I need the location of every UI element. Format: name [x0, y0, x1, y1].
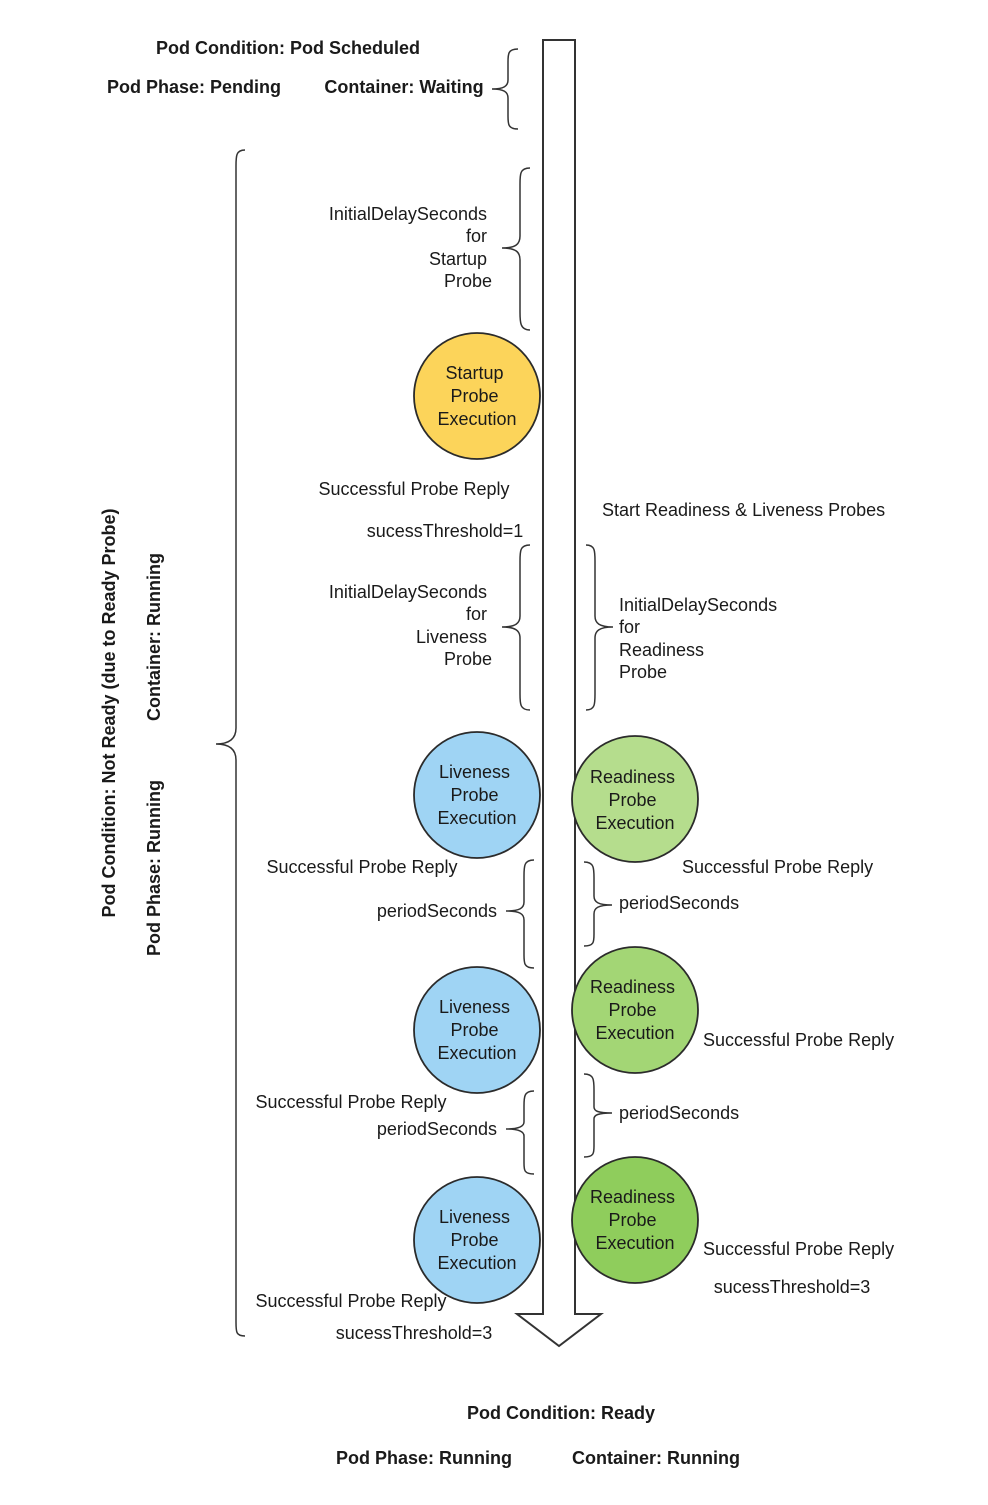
readiness-probe-circle-1: Readiness Probe Execution	[571, 735, 699, 863]
startup-probe-label: Startup Probe Execution	[437, 363, 516, 429]
readiness-delay-line-3: Readiness	[619, 640, 704, 660]
top-phase-label: Pod Phase: Pending	[107, 77, 281, 97]
readiness-delay-brace	[585, 544, 614, 711]
readiness-probe-label-3: Readiness Probe Execution	[590, 1187, 680, 1253]
readiness-threshold-3: sucessThreshold=3	[714, 1277, 871, 1297]
startup-probe-line-1: Startup	[445, 363, 503, 383]
readiness-period-brace-2	[583, 1073, 613, 1158]
readiness-3-line-1: Readiness	[590, 1187, 675, 1207]
readiness-probe-disc-1	[571, 735, 699, 863]
liveness-delay-line-3: Liveness	[416, 627, 487, 647]
side-condition-label: Pod Condition: Not Ready (due to Ready P…	[99, 508, 119, 917]
liveness-2-line-2: Probe	[450, 1020, 498, 1040]
liveness-2-line-3: Execution	[437, 1043, 516, 1063]
startup-delay-line-4: Probe	[444, 271, 492, 291]
readiness-reply-2: Successful Probe Reply	[703, 1030, 894, 1050]
startup-probe-circle: Startup Probe Execution	[413, 332, 541, 460]
startup-success-label: Successful Probe Reply	[318, 479, 509, 499]
top-container-label: Container: Waiting	[324, 77, 483, 97]
readiness-probe-label-1: Readiness Probe Execution	[590, 767, 680, 833]
startup-probe-line-3: Execution	[437, 409, 516, 429]
readiness-period-brace-1	[583, 861, 613, 947]
readiness-probe-circle-2: Readiness Probe Execution	[571, 946, 699, 1074]
liveness-period-label-1: periodSeconds	[377, 901, 497, 921]
liveness-delay-line-2: for	[466, 604, 487, 624]
readiness-1-line-3: Execution	[595, 813, 674, 833]
timeline-arrow	[514, 39, 604, 1348]
liveness-probe-circle-1: Liveness Probe Execution	[413, 731, 541, 859]
readiness-1-line-2: Probe	[608, 790, 656, 810]
liveness-1-line-1: Liveness	[439, 762, 510, 782]
side-phase-label: Pod Phase: Running	[144, 780, 164, 956]
readiness-delay-line-2: for	[619, 617, 640, 637]
startup-probe-disc	[413, 332, 541, 460]
liveness-delay-line-4: Probe	[444, 649, 492, 669]
bottom-phase-label: Pod Phase: Running	[336, 1448, 512, 1468]
liveness-3-line-3: Execution	[437, 1253, 516, 1273]
liveness-probe-label-2: Liveness Probe Execution	[437, 997, 516, 1063]
liveness-reply-1: Successful Probe Reply	[266, 857, 457, 877]
start-probes-label: Start Readiness & Liveness Probes	[602, 500, 885, 520]
liveness-1-line-3: Execution	[437, 808, 516, 828]
liveness-2-line-1: Liveness	[439, 997, 510, 1017]
liveness-probe-disc-3	[413, 1176, 541, 1304]
running-phase-brace	[215, 149, 246, 1337]
startup-delay-label: InitialDelaySeconds for Startup Probe	[329, 204, 492, 291]
startup-probe-line-2: Probe	[450, 386, 498, 406]
pending-brace	[491, 48, 519, 130]
readiness-period-label-1: periodSeconds	[619, 893, 739, 913]
liveness-probe-circle-3: Liveness Probe Execution	[413, 1176, 541, 1304]
liveness-3-line-2: Probe	[450, 1230, 498, 1250]
liveness-delay-brace	[501, 544, 531, 711]
bottom-container-label: Container: Running	[572, 1448, 740, 1468]
startup-delay-line-3: Startup	[429, 249, 487, 269]
liveness-probe-disc-1	[413, 731, 541, 859]
liveness-probe-circle-2: Liveness Probe Execution	[413, 966, 541, 1094]
startup-threshold-label: sucessThreshold=1	[367, 521, 524, 541]
liveness-period-brace-2	[505, 1090, 535, 1175]
startup-delay-line-1: InitialDelaySeconds	[329, 204, 487, 224]
liveness-1-line-2: Probe	[450, 785, 498, 805]
readiness-2-line-2: Probe	[608, 1000, 656, 1020]
readiness-3-line-2: Probe	[608, 1210, 656, 1230]
readiness-reply-3: Successful Probe Reply	[703, 1239, 894, 1259]
side-container-label: Container: Running	[144, 553, 164, 721]
readiness-2-line-1: Readiness	[590, 977, 675, 997]
startup-delay-line-2: for	[466, 226, 487, 246]
top-condition-label: Pod Condition: Pod Scheduled	[156, 38, 420, 58]
readiness-probe-disc-3	[571, 1156, 699, 1284]
readiness-reply-1: Successful Probe Reply	[682, 857, 873, 877]
readiness-delay-line-4: Probe	[619, 662, 667, 682]
readiness-probe-circle-3: Readiness Probe Execution	[571, 1156, 699, 1284]
readiness-delay-line-1: InitialDelaySeconds	[619, 595, 777, 615]
liveness-period-brace-1	[505, 859, 535, 969]
readiness-probe-disc-2	[571, 946, 699, 1074]
readiness-delay-label: InitialDelaySeconds for Readiness Probe	[619, 595, 782, 682]
liveness-reply-3: Successful Probe Reply	[255, 1291, 446, 1311]
liveness-period-label-2: periodSeconds	[377, 1119, 497, 1139]
readiness-2-line-3: Execution	[595, 1023, 674, 1043]
readiness-1-line-1: Readiness	[590, 767, 675, 787]
liveness-3-line-1: Liveness	[439, 1207, 510, 1227]
liveness-probe-disc-2	[413, 966, 541, 1094]
liveness-probe-label-1: Liveness Probe Execution	[437, 762, 516, 828]
readiness-3-line-3: Execution	[595, 1233, 674, 1253]
readiness-probe-label-2: Readiness Probe Execution	[590, 977, 680, 1043]
startup-delay-brace	[501, 167, 531, 331]
readiness-period-label-2: periodSeconds	[619, 1103, 739, 1123]
bottom-condition-label: Pod Condition: Ready	[467, 1403, 655, 1423]
liveness-delay-label: InitialDelaySeconds for Liveness Probe	[329, 582, 492, 669]
liveness-probe-label-3: Liveness Probe Execution	[437, 1207, 516, 1273]
liveness-threshold-3: sucessThreshold=3	[336, 1323, 493, 1343]
liveness-reply-2: Successful Probe Reply	[255, 1092, 446, 1112]
liveness-delay-line-1: InitialDelaySeconds	[329, 582, 487, 602]
